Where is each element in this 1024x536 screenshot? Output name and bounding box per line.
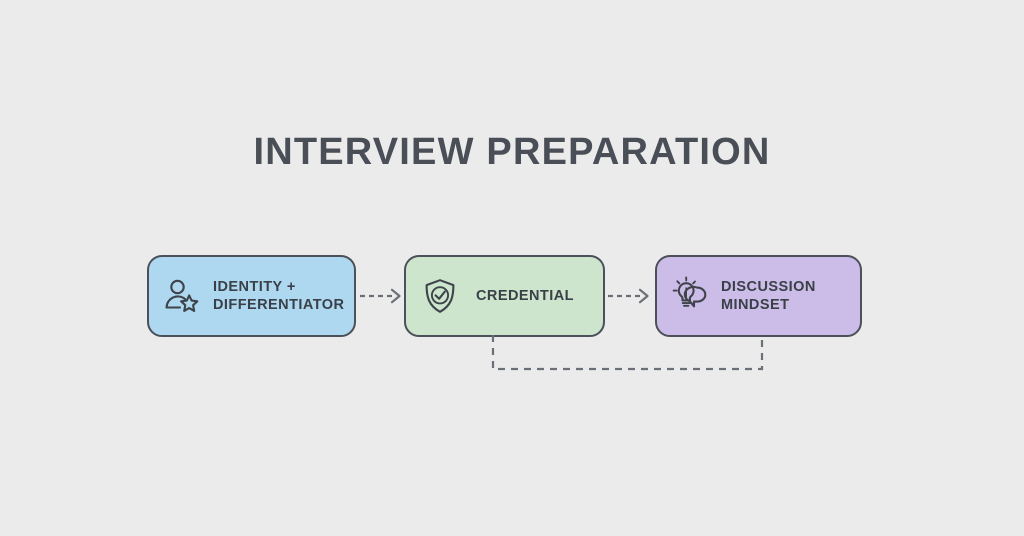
flow-node-identity[interactable]: IDENTITY + DIFFERENTIATOR	[147, 255, 356, 337]
flow-node-discussion[interactable]: DISCUSSION MINDSET	[655, 255, 862, 337]
page-title: INTERVIEW PREPARATION	[253, 131, 771, 173]
flow-node-credential[interactable]: CREDENTIAL	[404, 255, 605, 337]
flow-node-label: IDENTITY + DIFFERENTIATOR	[213, 278, 345, 313]
connector-feedback-loop	[491, 335, 764, 371]
person-star-icon	[165, 279, 199, 312]
flow-node-label: CREDENTIAL	[476, 287, 574, 304]
connector-arrow-identity-to-credential	[360, 288, 401, 304]
shield-check-icon	[425, 279, 455, 313]
lightbulb-speech-icon	[672, 276, 707, 308]
flow-node-label: DISCUSSION MINDSET	[721, 278, 816, 313]
connector-arrow-credential-to-discussion	[608, 288, 649, 304]
